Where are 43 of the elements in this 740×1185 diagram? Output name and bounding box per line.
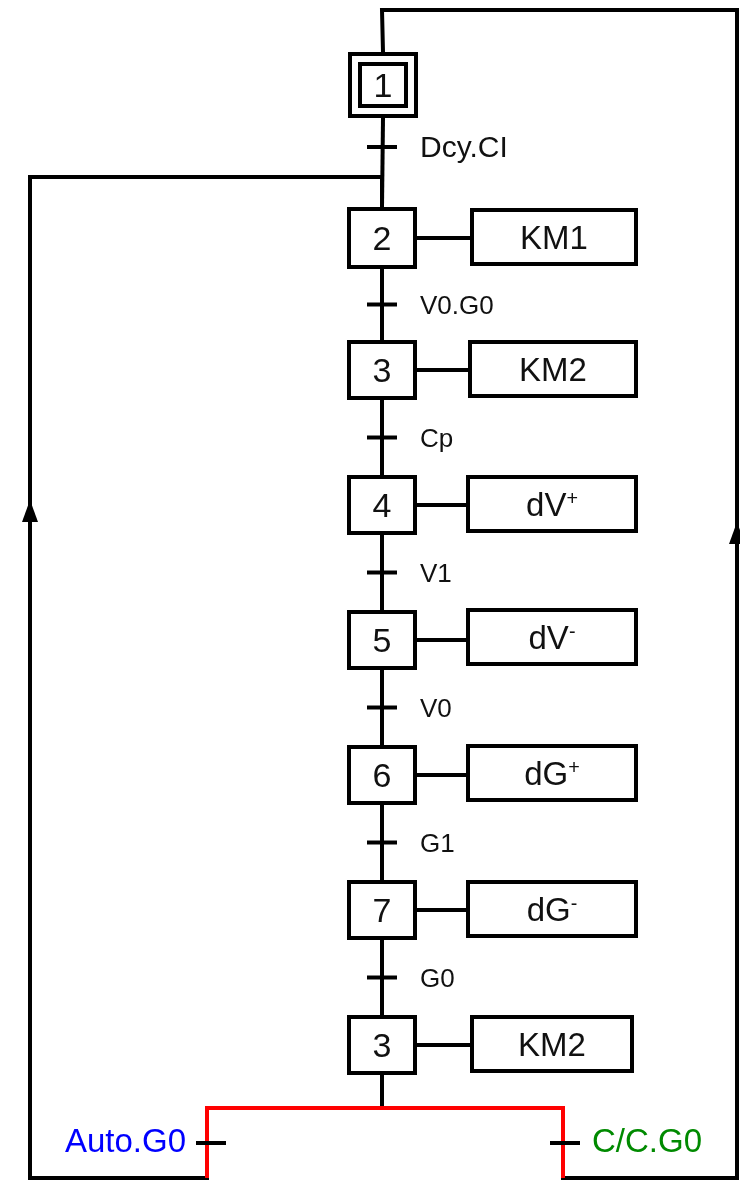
connector-line [417, 236, 470, 240]
step-number: 6 [372, 758, 392, 792]
step-number: 1 [373, 68, 393, 102]
connector-line [380, 269, 384, 340]
action-box [466, 880, 638, 938]
connector-line [380, 670, 384, 745]
action-box [466, 608, 638, 666]
connector-line [417, 368, 468, 372]
step-number: 5 [372, 623, 392, 657]
action-text: dG$^{-}$ [526, 892, 578, 926]
connector-line [417, 638, 466, 642]
step-number: 3 [372, 353, 392, 387]
action-text: KM1 [520, 220, 588, 254]
step-number: 2 [372, 221, 392, 255]
action-text: dV$^{+}$ [526, 487, 578, 521]
connector-line [417, 503, 466, 507]
action-box [470, 208, 638, 266]
action-text: KM2 [518, 1027, 586, 1061]
connector-line [380, 940, 384, 1015]
step-box [347, 340, 417, 400]
connector-line [417, 1043, 470, 1047]
action-box [470, 1015, 634, 1073]
action-text: dG$^{+}$ [524, 756, 580, 790]
action-text: dV$^{-}$ [528, 620, 576, 654]
step-box [347, 610, 417, 670]
step-number: 3 [372, 1028, 392, 1062]
connector-line [380, 400, 384, 475]
initial-step-box [348, 52, 418, 118]
step-box [347, 880, 417, 940]
step-box [347, 1015, 417, 1075]
action-box [466, 744, 638, 802]
step-box [347, 745, 417, 805]
connector-line [417, 773, 466, 777]
action-box [468, 340, 638, 398]
step-box [347, 207, 417, 269]
connector-line [380, 535, 384, 610]
action-text: KM2 [519, 352, 587, 386]
step-number: 4 [372, 488, 392, 522]
action-box [466, 475, 638, 533]
connector-line [417, 908, 466, 912]
step-number: 7 [372, 893, 392, 927]
step-box [347, 475, 417, 535]
connector-line [380, 805, 384, 880]
